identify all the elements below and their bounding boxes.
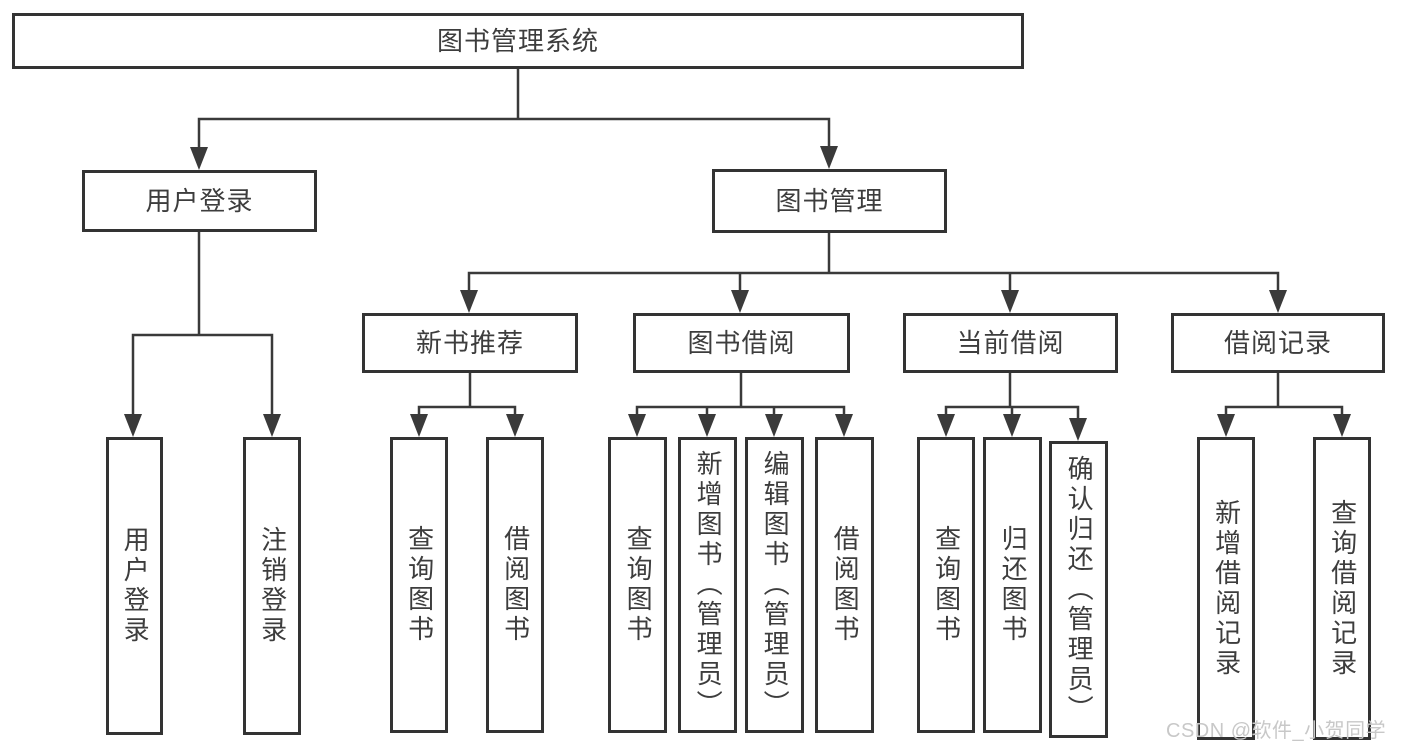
- leaf-logout-label: 注销登录: [257, 526, 288, 646]
- node-book-management-label: 图书管理: [775, 186, 884, 216]
- connector-bookborrow-to-leaves: [635, 371, 846, 420]
- leaf-edit-books-admin-label: 编辑图书（管理员）: [760, 450, 791, 720]
- leaf-user-login: 用户登录: [106, 437, 163, 735]
- leaf-add-borrow-record: 新增借阅记录: [1197, 437, 1255, 740]
- connector-currentborrow-to-leaves: [944, 371, 1080, 423]
- leaf-edit-books-admin: 编辑图书（管理员）: [745, 437, 804, 733]
- connector-bookmgmt-to-level3: [467, 231, 1280, 296]
- leaf-borrow-books: 借阅图书: [815, 437, 874, 733]
- watermark: CSDN @软件_小贺同学: [1166, 720, 1387, 742]
- node-borrow-records-label: 借阅记录: [1223, 328, 1332, 358]
- node-book-borrow-label: 图书借阅: [687, 328, 796, 358]
- leaf-borrow-books-recommend-label: 借阅图书: [500, 525, 531, 645]
- node-root-label: 图书管理系统: [436, 26, 599, 56]
- node-new-book-recommend-label: 新书推荐: [415, 328, 524, 358]
- leaf-query-books-current: 查询图书: [917, 437, 975, 733]
- leaf-add-borrow-record-label: 新增借阅记录: [1211, 498, 1242, 679]
- connector-userlogin-to-leaves: [131, 230, 274, 420]
- node-current-borrow: 当前借阅: [903, 313, 1118, 373]
- connector-root-to-level2: [197, 67, 831, 154]
- leaf-confirm-return-admin-label: 确认归还（管理员）: [1064, 454, 1095, 725]
- node-new-book-recommend: 新书推荐: [362, 313, 578, 373]
- leaf-query-borrow-record-label: 查询借阅记录: [1327, 498, 1358, 679]
- leaf-logout: 注销登录: [243, 437, 301, 735]
- leaf-borrow-books-recommend: 借阅图书: [486, 437, 544, 733]
- node-user-login-label: 用户登录: [145, 186, 254, 216]
- node-borrow-records: 借阅记录: [1171, 313, 1385, 373]
- node-book-management: 图书管理: [712, 169, 947, 233]
- leaf-add-books-admin: 新增图书（管理员）: [678, 437, 737, 733]
- leaf-return-books: 归还图书: [983, 437, 1042, 733]
- leaf-return-books-label: 归还图书: [998, 525, 1029, 645]
- leaf-query-books-recommend-label: 查询图书: [404, 525, 435, 645]
- leaf-query-books-borrow: 查询图书: [608, 437, 667, 733]
- leaf-query-books-recommend: 查询图书: [390, 437, 448, 733]
- connector-records-to-leaves: [1224, 371, 1344, 420]
- node-user-login: 用户登录: [82, 170, 317, 232]
- node-book-borrow: 图书借阅: [633, 313, 850, 373]
- leaf-query-books-current-label: 查询图书: [931, 525, 962, 645]
- leaf-confirm-return-admin: 确认归还（管理员）: [1049, 441, 1108, 738]
- connector-newbook-to-leaves: [417, 371, 517, 420]
- arrowheads: [124, 146, 1351, 441]
- node-root: 图书管理系统: [12, 13, 1024, 69]
- leaf-query-borrow-record: 查询借阅记录: [1313, 437, 1371, 740]
- leaf-query-books-borrow-label: 查询图书: [623, 525, 654, 645]
- leaf-add-books-admin-label: 新增图书（管理员）: [693, 450, 724, 720]
- leaf-user-login-label: 用户登录: [120, 526, 151, 646]
- node-current-borrow-label: 当前借阅: [956, 328, 1065, 358]
- leaf-borrow-books-label: 借阅图书: [830, 525, 861, 645]
